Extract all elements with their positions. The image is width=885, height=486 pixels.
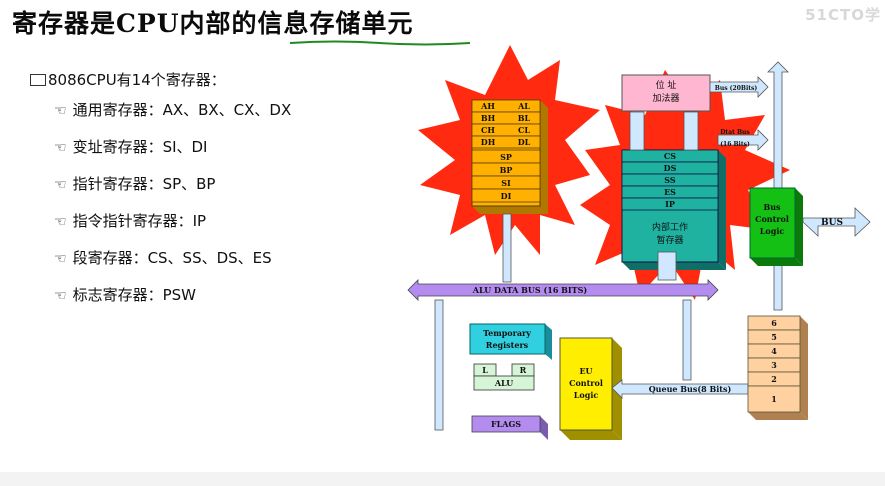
general-register-row: [471, 135, 541, 149]
list-item-text: 通用寄存器：AX、BX、CX、DX: [72, 101, 292, 119]
list-item: ☜ 指令指针寄存器：IP: [54, 203, 420, 240]
queue-slot-label: 6: [771, 318, 777, 328]
pointing-hand-icon: ☜: [54, 214, 67, 230]
eu-label-2: Control: [569, 378, 603, 388]
alu-label: ALU: [494, 378, 513, 388]
bus-ctrl-label-2: Control: [755, 214, 789, 224]
register-low: BL: [518, 113, 531, 123]
pointer-register: SI: [501, 178, 511, 188]
bus-ctrl-label-3: Logic: [760, 226, 785, 236]
csdn-watermark: CSDN @愿逐月华: [765, 456, 871, 471]
queue-bus-label: Queue Bus(8 Bits): [649, 384, 732, 394]
bus20-label: Bus (20Bits): [715, 85, 758, 92]
list-lead-text: 8086CPU有14个寄存器：: [48, 71, 226, 89]
list-item-text: 指针寄存器：SP、BP: [72, 175, 216, 193]
list-lead: 8086CPU有14个寄存器：: [30, 68, 420, 92]
adder-label-2: 加法器: [652, 92, 679, 104]
dbus16-label-1: Dtat Bus: [720, 129, 750, 136]
list-item-text: 变址寄存器：SI、DI: [72, 138, 208, 156]
register-high: BH: [481, 113, 496, 123]
register-low: DL: [518, 137, 531, 147]
segment-register: ES: [664, 187, 676, 197]
pointer-register: BP: [500, 165, 513, 175]
list-item: ☜ 通用寄存器：AX、BX、CX、DX: [54, 92, 420, 129]
register-list: 8086CPU有14个寄存器： ☜ 通用寄存器：AX、BX、CX、DX ☜ 变址寄存…: [30, 68, 420, 314]
title-underline: [290, 40, 470, 46]
queue-slot: [747, 385, 801, 413]
register-high: AH: [480, 101, 495, 111]
temp-regs-label-1: Temporary: [483, 328, 531, 338]
segment-register: SS: [664, 175, 676, 185]
pointer-register: DI: [501, 191, 512, 201]
segment-register-row: [621, 197, 719, 211]
queue-slot-label: 1: [771, 394, 777, 404]
pointing-hand-icon: ☜: [54, 140, 67, 156]
alu-l-label: L: [482, 365, 488, 375]
watermark-logo: 51CTO学: [805, 6, 881, 24]
register-high: DH: [481, 137, 496, 147]
pointer-register-row: [471, 188, 541, 203]
register-high: CH: [481, 125, 495, 135]
bottom-strip: [0, 472, 885, 486]
queue-slot-label: 3: [771, 360, 777, 370]
list-item-text: 标志寄存器：PSW: [72, 286, 196, 304]
pointing-hand-icon: ☜: [54, 288, 67, 304]
eu-label-1: EU: [579, 366, 592, 376]
pointing-hand-icon: ☜: [54, 103, 67, 119]
pointer-register: SP: [500, 152, 512, 162]
dbus16-label-2: (16 Bits): [720, 141, 750, 148]
adder-label-1: 位 址: [656, 79, 677, 91]
alu-bus-label: ALU DATA BUS (16 BITS): [472, 285, 588, 295]
list-item-text: 段寄存器：CS、SS、DS、ES: [72, 249, 272, 267]
queue-slot-label: 2: [771, 374, 777, 384]
page-title: 寄存器是CPU内部的信息存储单元: [12, 9, 414, 38]
list-item: ☜ 段寄存器：CS、SS、DS、ES: [54, 240, 420, 277]
list-item: ☜ 标志寄存器：PSW: [54, 277, 420, 314]
list-item: ☜ 指针寄存器：SP、BP: [54, 166, 420, 203]
segment-register: DS: [664, 163, 677, 173]
queue-slot-label: 4: [771, 346, 777, 356]
segment-register: IP: [665, 199, 675, 209]
register-low: AL: [517, 101, 530, 111]
queue-slot-label: 5: [771, 332, 777, 342]
bus-label: BUS: [821, 218, 843, 228]
pointing-hand-icon: ☜: [54, 177, 67, 193]
register-low: CL: [518, 125, 530, 135]
computer-icon: [30, 73, 46, 86]
internal-regs-label-1: 内部工作: [652, 221, 688, 233]
pointing-hand-icon: ☜: [54, 251, 67, 267]
list-item: ☜ 变址寄存器：SI、DI: [54, 129, 420, 166]
segment-register: CS: [664, 151, 676, 161]
list-item-text: 指令指针寄存器：IP: [72, 212, 207, 230]
eu-label-3: Logic: [574, 390, 599, 400]
internal-regs-label-2: 暂存器: [656, 234, 683, 246]
alu-r-label: R: [520, 365, 527, 375]
bus-ctrl-label-1: Bus: [763, 202, 781, 212]
temp-regs-label-2: Registers: [486, 340, 529, 350]
flags-label: FLAGS: [491, 419, 521, 429]
